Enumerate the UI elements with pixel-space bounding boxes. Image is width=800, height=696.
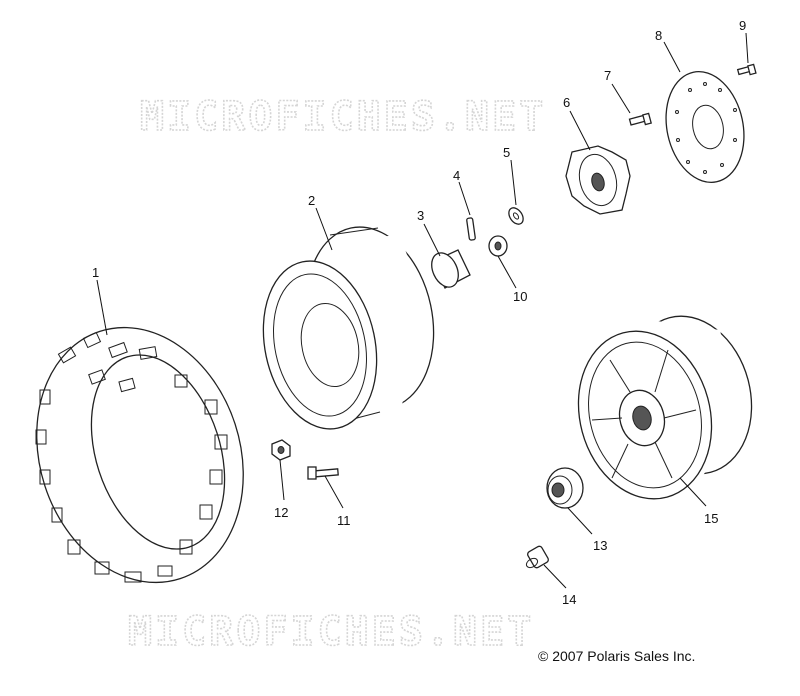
- leader-12: [279, 459, 285, 501]
- callout-2: 2: [308, 193, 315, 208]
- leader-2: [315, 207, 333, 251]
- callout-4: 4: [453, 168, 460, 183]
- watermark-top: MICROFICHES.NET: [140, 94, 546, 140]
- copyright-text: © 2007 Polaris Sales Inc.: [538, 648, 695, 664]
- brake-disc-part: [665, 71, 745, 183]
- hub-cap-part: [546, 467, 584, 509]
- castle-nut-part: [488, 235, 508, 257]
- callout-15: 15: [704, 511, 718, 526]
- cap-part: [431, 249, 471, 289]
- bolt-part: [628, 112, 652, 126]
- rear-wheel-part: [262, 226, 435, 430]
- washer-part: [508, 207, 524, 225]
- valve-stem-part: [307, 466, 339, 480]
- leader-13: [567, 507, 593, 535]
- valve-cap-part: [525, 545, 549, 569]
- callout-5: 5: [503, 145, 510, 160]
- callout-8: 8: [655, 28, 662, 43]
- callout-1: 1: [92, 265, 99, 280]
- hub-part: [565, 145, 631, 215]
- leader-11: [324, 475, 344, 509]
- watermark-bottom: MICROFICHES.NET: [128, 609, 534, 655]
- callout-3: 3: [417, 208, 424, 223]
- screw-part: [736, 63, 757, 76]
- callout-11: 11: [337, 513, 351, 528]
- callout-14: 14: [562, 592, 576, 607]
- callout-10: 10: [513, 289, 527, 304]
- callout-12: 12: [274, 505, 288, 520]
- leader-5: [510, 159, 517, 206]
- leader-7: [611, 83, 631, 114]
- leader-3: [423, 223, 441, 257]
- callout-13: 13: [593, 538, 607, 553]
- callout-6: 6: [563, 95, 570, 110]
- leader-9: [745, 32, 749, 64]
- leader-15: [679, 477, 707, 507]
- leader-10: [497, 255, 517, 289]
- callout-7: 7: [604, 68, 611, 83]
- front-wheel-part: [577, 315, 753, 500]
- leader-14: [543, 564, 567, 589]
- leader-4: [458, 181, 471, 216]
- tire-part: [35, 326, 244, 584]
- leader-8: [663, 41, 681, 73]
- leader-6: [569, 110, 591, 151]
- lug-nut-part: [271, 439, 291, 461]
- leader-1: [96, 279, 108, 336]
- callout-9: 9: [739, 18, 746, 33]
- cotter-pin-part: [466, 217, 476, 241]
